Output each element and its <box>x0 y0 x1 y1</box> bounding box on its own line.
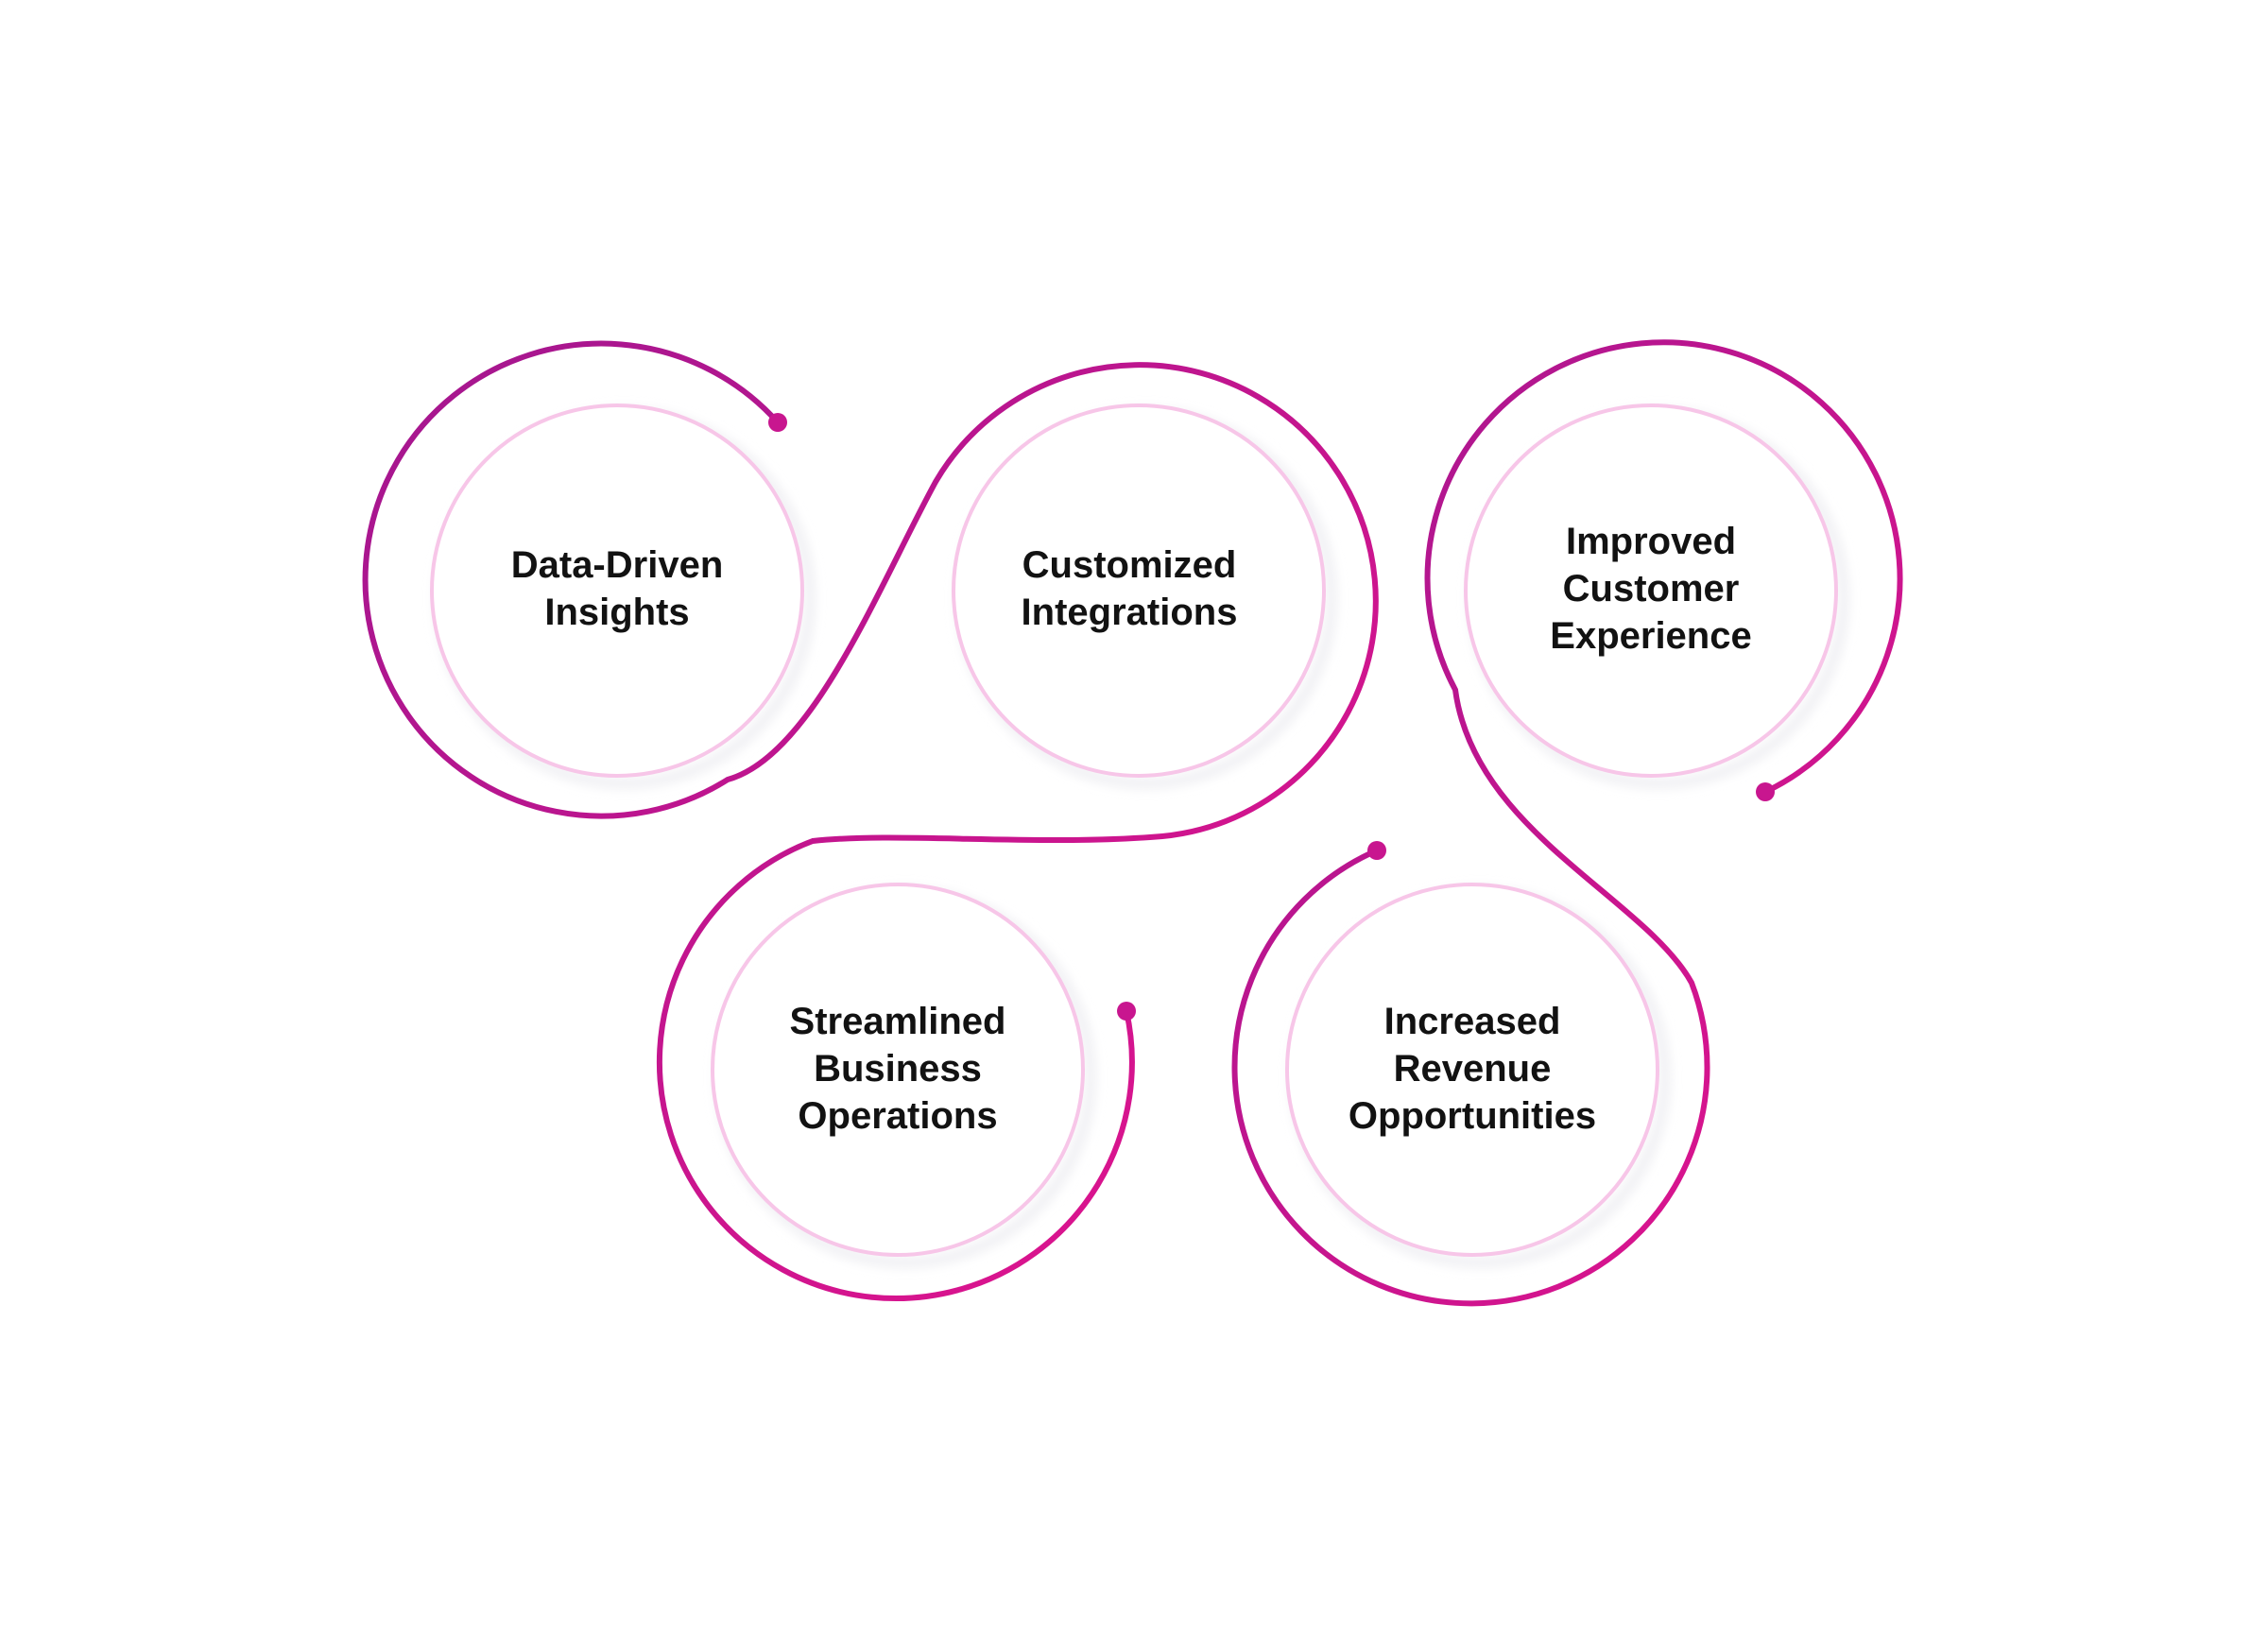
inner-circle-customized-integrations <box>952 403 1326 778</box>
node-label-2: Customized Integrations <box>1021 544 1238 633</box>
node-label-5: Increased Revenue Opportunities <box>1348 1001 1597 1137</box>
inner-circle-data-driven-insights <box>430 403 804 778</box>
connector-path-right <box>1231 339 1903 1307</box>
path-end-dot <box>1756 782 1775 801</box>
inner-circle-streamlined-business-operations <box>711 883 1085 1257</box>
inner-circle-increased-revenue-opportunities <box>1285 883 1659 1257</box>
path-end-dot <box>1367 841 1386 860</box>
node-label-1: Data-Driven Insights <box>510 544 724 633</box>
path-end-dot <box>1117 1002 1136 1021</box>
inner-circle-improved-customer-experience <box>1464 403 1838 778</box>
connector-path <box>362 340 1379 1302</box>
node-label-3: Improved Customer Experience <box>1550 521 1752 657</box>
path-end-dot <box>768 413 787 432</box>
node-label-4: Streamlined Business Operations <box>789 1001 1006 1137</box>
